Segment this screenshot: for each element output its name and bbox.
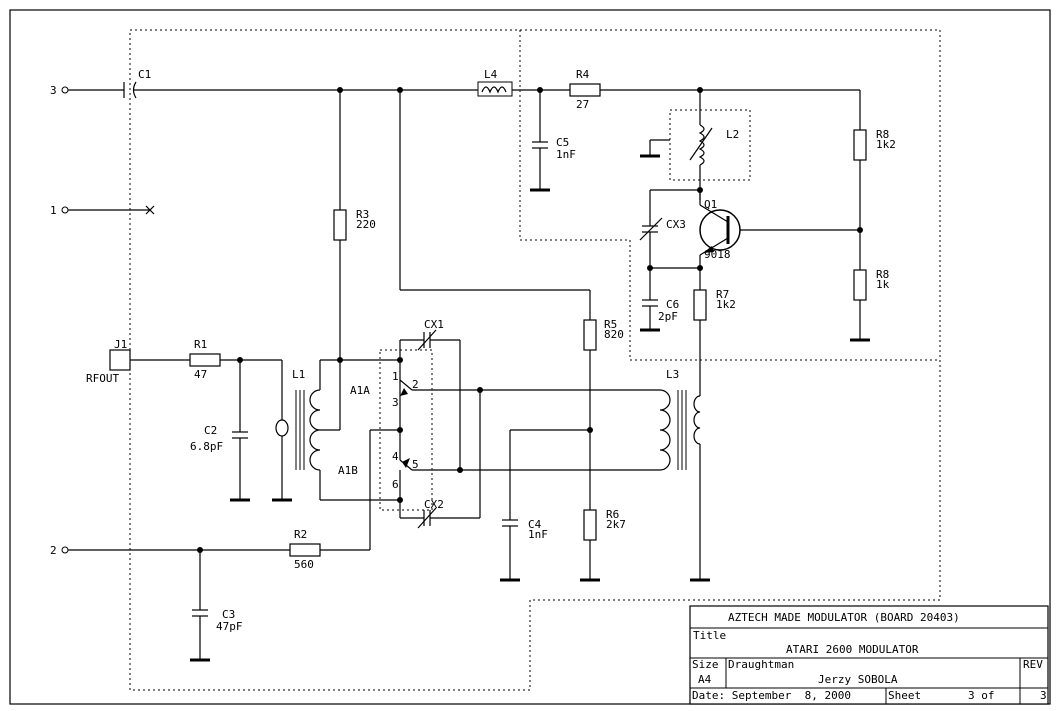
page-border: [9, 9, 1051, 705]
resistor-r5: [583, 319, 597, 510]
c4-ref: C4: [528, 518, 542, 531]
resistor-r2: [289, 429, 400, 557]
r3-value: 220: [356, 218, 376, 231]
c1-ref: C1: [138, 68, 151, 81]
connector-j1: [109, 349, 190, 371]
sheet-total: 3: [1040, 689, 1047, 702]
draughtman-label: Draughtman: [728, 658, 794, 671]
transistor-array-a1: [379, 349, 433, 511]
cx1-ref: CX1: [424, 318, 444, 331]
l4-ref: L4: [484, 68, 498, 81]
title-value: ATARI 2600 MODULATOR: [786, 643, 919, 656]
c3-ref: C3: [222, 608, 235, 621]
r8-top-value: 1k2: [876, 138, 896, 151]
resistor-r8-top: [853, 90, 867, 270]
size-label: Size: [692, 658, 719, 671]
r5-value: 820: [604, 328, 624, 341]
shield-outline-oscillator: [519, 30, 940, 361]
resistor-r7: [693, 268, 707, 396]
r6-value: 2k7: [606, 518, 626, 531]
q1-ref: Q1: [704, 198, 717, 211]
title-block: [689, 605, 1049, 705]
size-value: A4: [698, 673, 712, 686]
j1-ref: J1: [114, 338, 127, 351]
rev-label: REV: [1023, 658, 1043, 671]
sheet-label: Sheet: [888, 689, 921, 702]
capacitor-c6: [640, 299, 660, 332]
c5-ref: C5: [556, 136, 569, 149]
resistor-r8-bottom: [850, 269, 870, 342]
port-2-net: [61, 546, 290, 554]
trimmer-capacitor-cx3: [639, 189, 700, 300]
resistor-r6: [580, 509, 600, 582]
draughtman-value: Jerzy SOBOLA: [818, 673, 898, 686]
capacitor-c4: [500, 429, 590, 582]
inductor-l2: [640, 90, 751, 200]
transformer-l3: [659, 389, 710, 582]
pin-2-label: 2: [412, 378, 419, 391]
transformer-l1: [275, 359, 400, 501]
r1-value: 47: [194, 368, 207, 381]
c2-ref: C2: [204, 424, 217, 437]
transistor-q1: [699, 190, 860, 268]
r8-bottom-value: 1k: [876, 278, 890, 291]
r8-bottom-ref: R8: [876, 268, 889, 281]
c6-ref: C6: [666, 298, 679, 311]
l2-ref: L2: [726, 128, 739, 141]
title-block-header: AZTECH MADE MODULATOR (BOARD 20403): [728, 611, 960, 624]
port-3-net: [61, 86, 124, 94]
port-1-net: [61, 205, 155, 215]
c4-value: 1nF: [528, 528, 548, 541]
a1b-transistor: [399, 430, 413, 500]
pin-1-label: 1: [392, 370, 399, 383]
r8-top-ref: R8: [876, 128, 889, 141]
q1-value: 9018: [704, 248, 731, 261]
r1-ref: R1: [194, 338, 207, 351]
port-3-label: 3: [50, 84, 57, 97]
resistor-r4: [569, 83, 601, 97]
sheet-value: 3 of: [968, 689, 995, 702]
title-label: Title: [693, 629, 726, 642]
r4-value: 27: [576, 98, 589, 111]
r2-value: 560: [294, 558, 314, 571]
resistor-r3: [333, 90, 347, 360]
r2-ref: R2: [294, 528, 307, 541]
inductor-l4: [477, 81, 513, 97]
capacitor-c3: [190, 550, 210, 662]
capacitor-c2: [230, 360, 250, 502]
trimmer-capacitor-cx1: [399, 329, 461, 470]
pin-5-label: 5: [412, 458, 419, 471]
a1a-transistor: [399, 360, 413, 430]
a1a-ref: A1A: [350, 384, 370, 397]
r7-value: 1k2: [716, 298, 736, 311]
r3-ref: R3: [356, 208, 369, 221]
r6-ref: R6: [606, 508, 619, 521]
port-2-label: 2: [50, 544, 57, 557]
pin-4-label: 4: [392, 450, 399, 463]
c3-value: 47pF: [216, 620, 243, 633]
cx3-ref: CX3: [666, 218, 686, 231]
c6-value: 2pF: [658, 310, 678, 323]
a1b-ref: A1B: [338, 464, 358, 477]
r5-ref: R5: [604, 318, 617, 331]
j1-value: RFOUT: [86, 372, 119, 385]
pin-6-label: 6: [392, 478, 399, 491]
port-1-label: 1: [50, 204, 57, 217]
r4-ref: R4: [576, 68, 590, 81]
shield-outline-main: [129, 29, 941, 691]
trimmer-capacitor-cx2: [399, 390, 481, 529]
l1-ref: L1: [292, 368, 305, 381]
pin-3-label: 3: [392, 396, 399, 409]
c2-value: 6.8pF: [190, 440, 223, 453]
cx2-ref: CX2: [424, 498, 444, 511]
wire-r5-feed: [399, 90, 591, 320]
capacitor-c5: [530, 90, 550, 192]
capacitor-c1: [123, 81, 137, 99]
c5-value: 1nF: [556, 148, 576, 161]
resistor-r1: [189, 353, 292, 502]
l3-ref: L3: [666, 368, 679, 381]
r7-ref: R7: [716, 288, 729, 301]
date-text: Date: September 8, 2000: [692, 689, 851, 702]
